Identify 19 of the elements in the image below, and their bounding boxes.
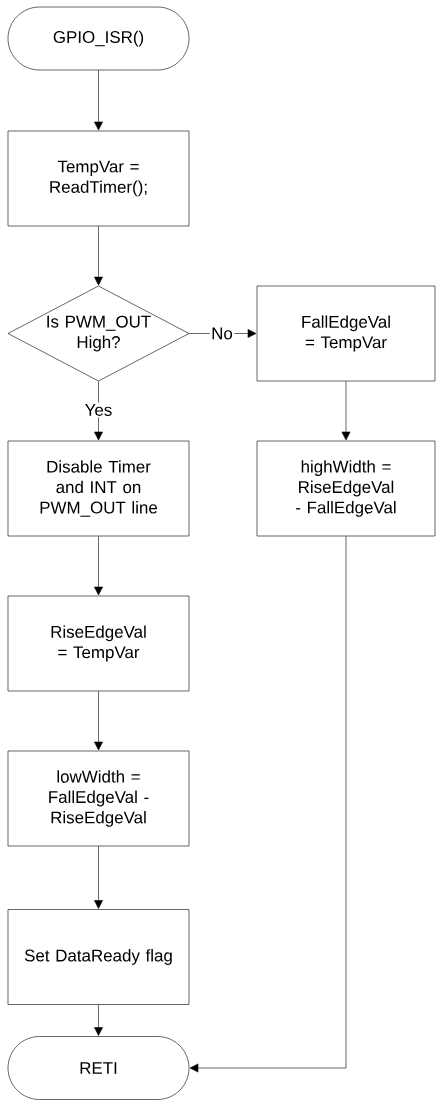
arrow: [94, 380, 103, 441]
edge-label: No: [209, 326, 235, 341]
process-box: highWidth = RiseEdgeVal - FallEdgeVal: [256, 440, 436, 537]
arrow: [94, 691, 103, 751]
process-box: Set DataReady flag: [7, 909, 190, 1005]
process-box: TempVar = ReadTimer();: [7, 130, 190, 227]
arrow: [188, 329, 257, 338]
arrow: [94, 70, 103, 131]
arrow: [341, 381, 351, 441]
arrow: [94, 846, 103, 909]
arrow: [94, 226, 103, 286]
process-box: Disable Timer and INT on PWM_OUT line: [7, 440, 190, 537]
process-box: FallEdgeVal = TempVar: [256, 285, 436, 382]
arrow: [94, 1004, 103, 1036]
process-box: RiseEdgeVal = TempVar: [7, 595, 190, 692]
arrow: [189, 536, 347, 1073]
edge-label: Yes: [83, 402, 114, 418]
process-box: lowWidth = FallEdgeVal - RiseEdgeVal: [7, 750, 190, 847]
arrow: [94, 536, 103, 596]
